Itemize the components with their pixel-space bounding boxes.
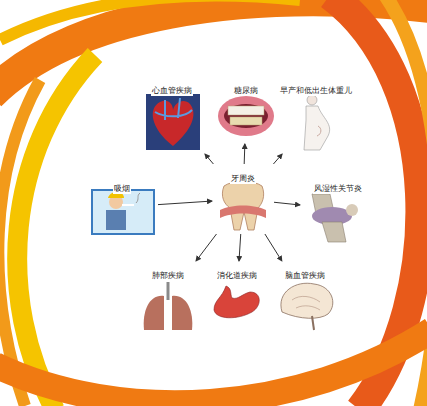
arrow-connector [196,234,216,261]
arrow-connector [239,234,241,261]
arrow-connector [205,154,213,164]
disease-node: 心血管疾病 [140,78,204,152]
disease-node: 牙周炎 [214,166,272,232]
disease-node: 脑血管疾病 [272,263,338,333]
right-lung [172,296,192,330]
vessel [155,98,192,120]
tooth-picture [220,182,266,231]
joint-picture [312,194,358,242]
arrow-connector [274,202,300,205]
picture-ground [146,94,200,150]
arrow-connector [273,154,282,164]
lungs-picture [144,282,193,330]
body [304,106,330,150]
tibia [322,222,346,242]
mouth-inside [224,104,268,128]
lower-teeth [230,117,262,125]
stomach [214,286,259,318]
arrow-connector [265,234,282,261]
brain-picture [281,283,333,330]
node-label: 肺部疾病 [151,271,185,281]
stomach-picture [214,286,259,318]
left-lung [144,296,164,330]
brain [281,283,333,318]
kneecap [346,204,358,216]
node-label: 心血管疾病 [151,86,193,96]
node-label: 糖尿病 [233,86,259,96]
yellow-band [0,0,300,40]
disease-node: 吸烟 [88,176,156,238]
lips [218,96,274,136]
gum [220,206,266,219]
pregnant-woman-picture [304,95,330,150]
disease-node: 肺部疾病 [138,263,198,333]
smoke [136,193,140,203]
disease-node: 早产和低出生体重儿 [276,78,356,152]
heart-shape [153,101,194,146]
folds [292,296,320,310]
node-label: 脑血管疾病 [284,271,326,281]
trachea [167,282,170,300]
arrow-connector [158,201,212,205]
disease-node: 糖尿病 [216,78,276,142]
arrow-connector [244,144,246,164]
node-label: 吸烟 [113,184,131,194]
hand [317,126,321,136]
upper-teeth [228,106,264,115]
shirt [106,210,126,230]
cigarette [122,204,134,206]
disease-node: 风湿性关节炎 [302,176,374,242]
node-label: 牙周炎 [230,174,256,184]
brainstem [312,316,314,330]
orange-band [0,330,427,403]
node-label: 早产和低出生体重儿 [279,86,353,96]
smoker-picture [92,190,154,234]
head [307,95,317,105]
mouth-picture [218,96,274,136]
frame [92,190,154,234]
disease-node: 消化道疾病 [208,263,266,321]
node-label: 风湿性关节炎 [313,184,363,194]
node-label: 消化道疾病 [216,271,258,281]
heart-picture [146,94,200,150]
